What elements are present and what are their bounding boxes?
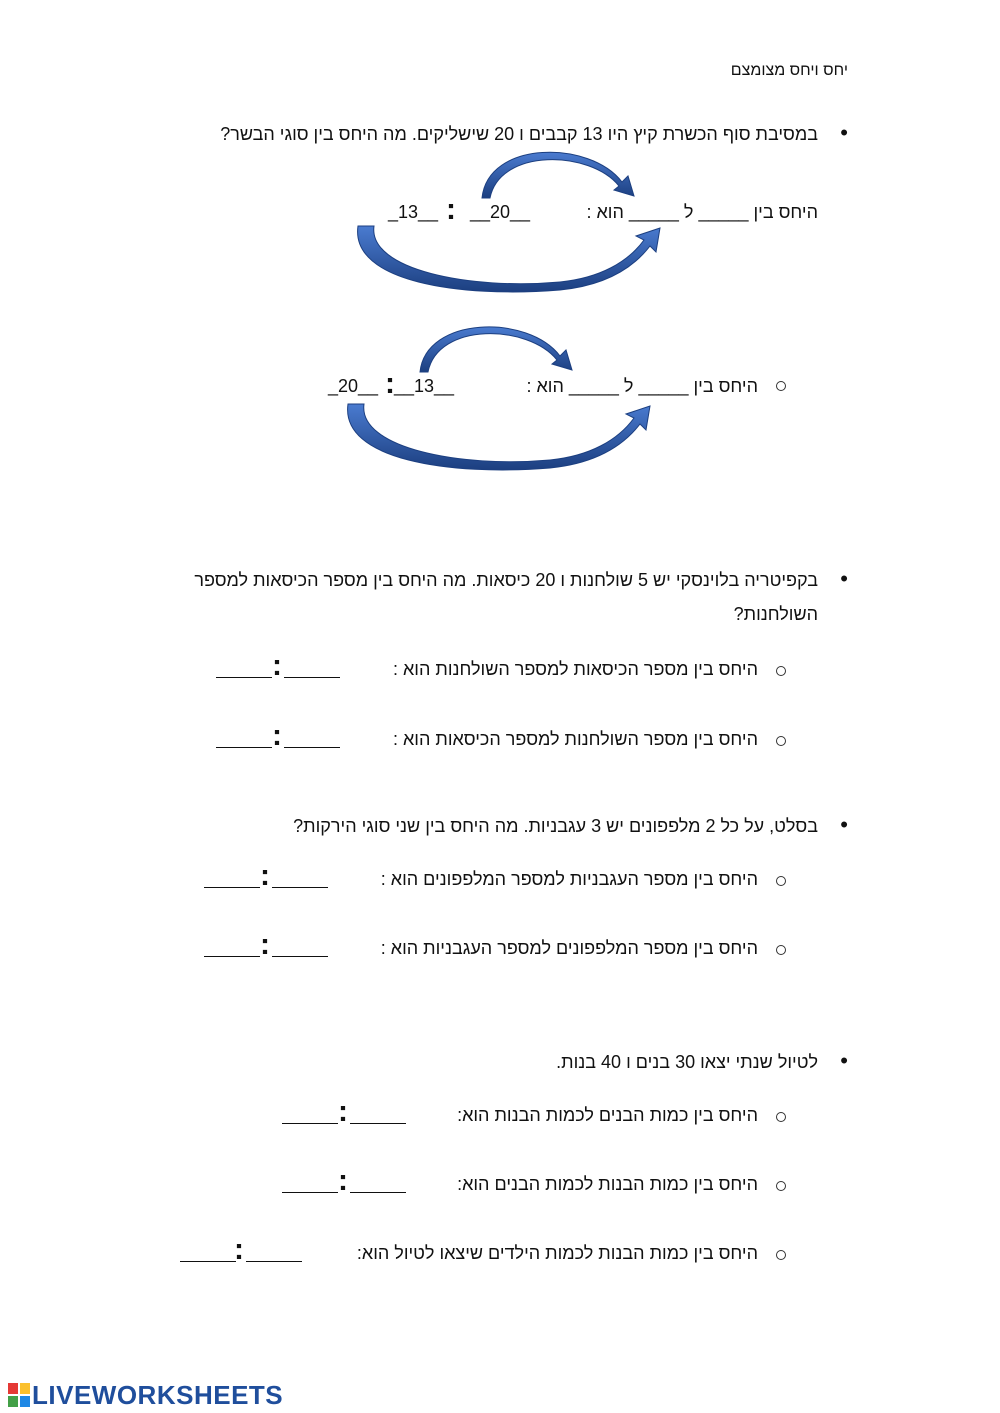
q3-sub1-colon: : (260, 859, 270, 892)
q1-line1-colon: : (446, 193, 456, 226)
q1-line1-answer-a[interactable]: __20__ (470, 202, 531, 222)
q2-sub2-text: היחס בין מספר השולחנות למספר הכיסאות הוא… (393, 729, 758, 749)
q2-sub2-blank-a[interactable] (284, 729, 340, 748)
q2-sub2-blank-b[interactable] (216, 729, 272, 748)
q2-sub1-colon: : (272, 649, 282, 682)
bullet-3: • (840, 812, 848, 837)
sub-bullet (776, 876, 786, 886)
q2-sub1-blank-b[interactable] (216, 659, 272, 678)
q4-sub2-colon: : (338, 1164, 348, 1197)
q4-sub3-blank-a[interactable] (246, 1243, 302, 1262)
q1-line2-colon: : (385, 367, 395, 400)
q2-sub1-blank-a[interactable] (284, 659, 340, 678)
q2-sub2-colon: : (272, 719, 282, 752)
q4-sub1-colon: : (338, 1095, 348, 1128)
question-2-text-line1: בקפיטריה בלוינסקי יש 5 שולחנות ו 20 כיסא… (194, 570, 818, 590)
curved-arrow-top-1 (481, 151, 635, 199)
ratio-arrows-diagram (347, 151, 661, 471)
sub-bullet (776, 945, 786, 955)
logo-text: LIVEWORKSHEETS (32, 1380, 284, 1410)
q4-sub1-text: היחס בין כמות הבנים לכמות הבנות הוא: (457, 1105, 758, 1125)
q1-line1-prefix: היחס בין _____ ל _____ הוא : (586, 202, 818, 222)
curved-arrow-bottom-1 (357, 225, 661, 293)
question-4-text: לטיול שנתי יצאו 30 בנים ו 40 בנות. (556, 1052, 818, 1072)
curved-arrow-bottom-2 (347, 403, 651, 471)
sub-bullet (776, 1181, 786, 1191)
worksheet-title: יחס ויחס מצומצם (730, 62, 848, 79)
q3-sub2-blank-b[interactable] (204, 938, 260, 957)
q3-sub2-colon: : (260, 928, 270, 961)
bullet-1: • (840, 120, 848, 145)
bullet-2: • (840, 566, 848, 591)
q4-sub2-blank-a[interactable] (350, 1174, 406, 1193)
bullet-4: • (840, 1048, 848, 1073)
q2-sub1-text: היחס בין מספר הכיסאות למספר השולחנות הוא… (393, 659, 758, 679)
question-3-text: בסלט, על כל 2 מלפפונים יש 3 עגבניות. מה … (293, 816, 818, 836)
sub-bullet (776, 381, 786, 391)
sub-bullet (776, 1250, 786, 1260)
q1-line2-answer-b[interactable]: _20__ (328, 376, 379, 396)
q3-sub1-text: היחס בין מספר העגבניות למספר המלפפונים ה… (380, 869, 758, 889)
q3-sub2-text: היחס בין מספר המלפפונים למספר העגבניות ה… (380, 938, 758, 958)
question-1-text: במסיבת סוף הכשרת קיץ היו 13 קבבים ו 20 ש… (220, 124, 818, 144)
q1-line2-prefix: היחס בין _____ ל _____ הוא : (526, 376, 758, 396)
sub-bullet (776, 736, 786, 746)
liveworksheets-logo: LIVEWORKSHEETS (8, 1380, 283, 1411)
sub-bullet (776, 666, 786, 676)
q3-sub1-blank-a[interactable] (272, 869, 328, 888)
q4-sub1-blank-a[interactable] (350, 1105, 406, 1124)
sub-bullet (776, 1112, 786, 1122)
q4-sub1-blank-b[interactable] (282, 1105, 338, 1124)
q1-line1-answer-b[interactable]: _13__ (388, 202, 439, 222)
question-2-text-line2: השולחנות? (733, 604, 818, 624)
q3-sub2-blank-a[interactable] (272, 938, 328, 957)
q4-sub3-colon: : (234, 1233, 244, 1266)
curved-arrow-top-2 (419, 326, 573, 373)
q3-sub1-blank-b[interactable] (204, 869, 260, 888)
q4-sub2-blank-b[interactable] (282, 1174, 338, 1193)
q1-line2-answer-a[interactable]: __13__ (394, 376, 455, 396)
q4-sub2-text: היחס בין כמות הבנות לכמות הבנים הוא: (457, 1174, 758, 1194)
q4-sub3-text: היחס בין כמות הבנות לכמות הילדים שיצאו ל… (356, 1243, 758, 1263)
q4-sub3-blank-b[interactable] (180, 1243, 236, 1262)
logo-badge-icon (8, 1383, 30, 1407)
